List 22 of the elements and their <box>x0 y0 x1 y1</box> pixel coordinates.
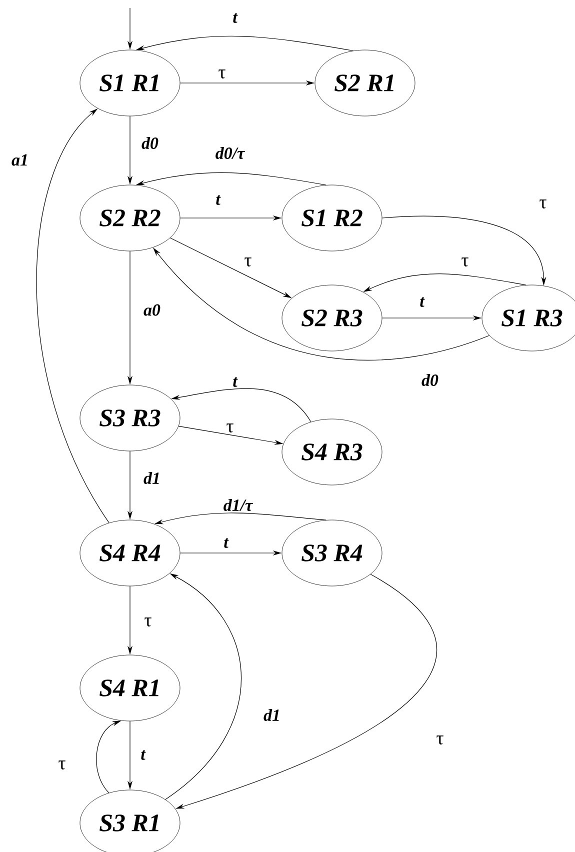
edge-label: t <box>214 194 222 206</box>
edge-label: t <box>222 537 230 549</box>
edge-label: d0/τ <box>214 146 246 160</box>
edge-label: τ <box>435 734 445 746</box>
edge-label: d1 <box>262 708 282 722</box>
edge-label: τ <box>217 68 227 80</box>
edge-label: t <box>418 296 426 308</box>
edge-label: τ <box>225 422 235 434</box>
edge-label: d1/τ <box>222 498 254 512</box>
edge-label: τ <box>57 760 67 770</box>
edge-label: t <box>232 376 238 388</box>
edge-label: t <box>232 12 238 24</box>
edge-label: d0 <box>140 136 160 150</box>
edge-label: τ <box>460 256 470 268</box>
edge-label: a1 <box>10 153 30 167</box>
edge-label: τ <box>143 616 153 628</box>
edge-label: d1 <box>142 471 162 485</box>
edge-label: τ <box>243 256 253 268</box>
edge-label: τ <box>538 198 548 210</box>
edge-label: a0 <box>142 303 162 317</box>
edge-label: d0 <box>420 373 440 387</box>
edge-label: t <box>140 749 146 761</box>
